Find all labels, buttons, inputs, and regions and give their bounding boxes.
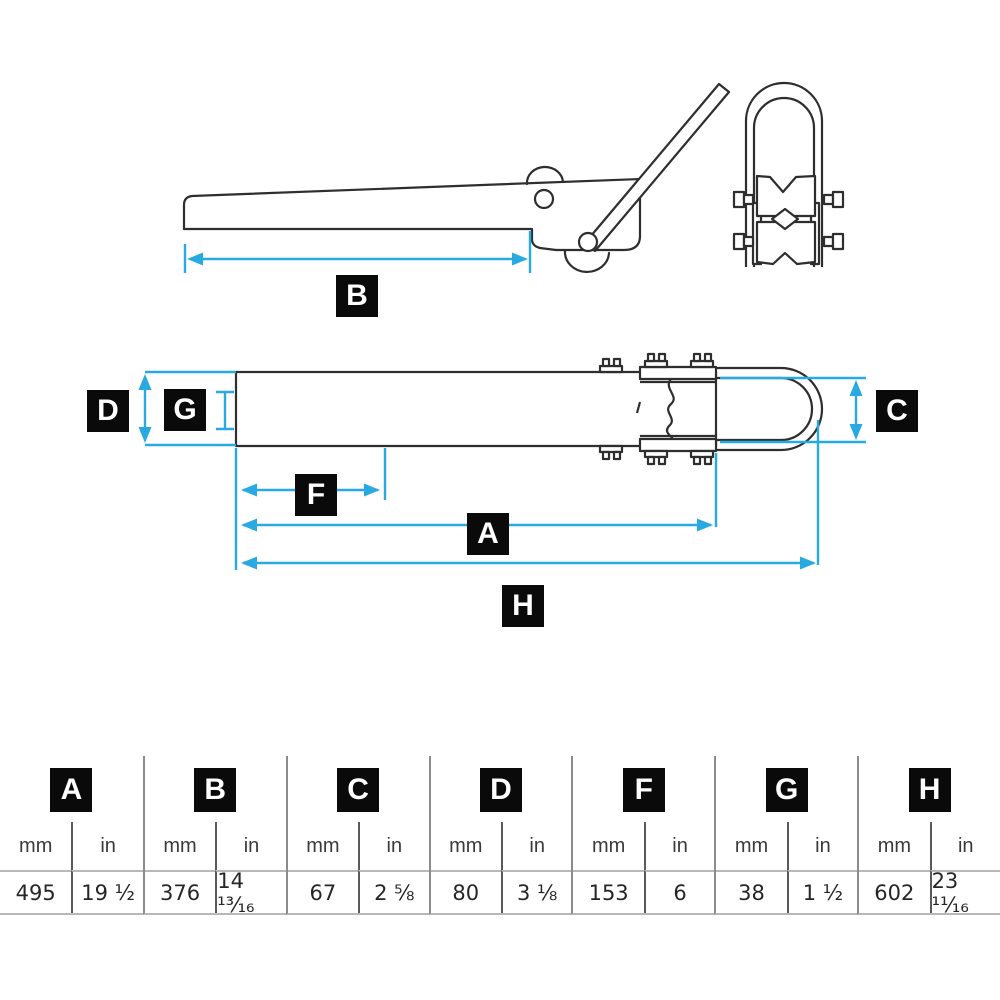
column-header-chip: G [765,768,808,812]
column-header-chip: F [622,768,665,812]
unit-label-in: in [215,822,285,870]
unit-label-mm: mm [734,834,769,857]
unit-label-in: in [786,822,857,870]
technical-drawing [138,81,866,570]
unit-label-in: in [71,822,142,870]
table-column-d: D mm in 80 3 ⅛ [428,756,572,915]
unit-label-in: in [929,822,1000,870]
dim-label-b: B [336,275,378,317]
value-in: 6 [643,870,715,913]
column-header-chip: D [479,768,522,812]
table-column-c: C mm in 67 2 ⅝ [285,756,429,915]
value-mm: 67 [287,870,359,913]
value-in: 3 ⅛ [500,870,572,913]
column-header-chip: C [337,768,380,812]
value-mm: 38 [716,870,787,913]
value-mm: 495 [0,870,72,913]
dim-label-h: H [502,585,544,627]
unit-label-mm: mm [163,834,197,857]
column-header-chip: H [908,768,951,812]
table-column-h: H mm in 602 23 ¹¹⁄₁₆ [857,756,1000,917]
dim-label-g: G [164,389,206,431]
value-in: 19 ½ [71,870,143,913]
unit-label-mm: mm [591,834,626,857]
dim-label-f: F [295,474,337,516]
table-column-b: B mm in 376 14 ¹³⁄₁₆ [142,756,286,917]
value-mm: 376 [144,870,216,913]
dim-label-a: A [467,513,509,555]
unit-label-mm: mm [19,834,53,857]
unit-label-mm: mm [306,834,340,857]
table-column-f: F mm in 153 6 [571,756,715,915]
value-mm: 80 [430,870,501,913]
unit-label-in: in [358,822,428,870]
unit-label-in: in [643,822,714,870]
table-column-g: G mm in 38 1 ½ [714,756,858,915]
value-in: 2 ⅝ [358,870,429,913]
dimension-b [183,231,532,273]
value-in: 14 ¹³⁄₁₆ [215,869,286,917]
column-header-chip: B [194,768,237,812]
side-view [182,82,731,274]
plan-view [234,352,824,466]
unit-label-mm: mm [449,834,483,857]
dim-label-d: D [87,390,129,432]
column-header-chip: A [50,768,93,812]
table-column-a: A mm in 495 19 ½ [0,756,143,915]
unit-label-mm: mm [877,834,912,857]
unit-label-in: in [500,822,571,870]
value-mm: 602 [859,870,930,913]
value-in: 23 ¹¹⁄₁₆ [929,869,1000,917]
dim-label-c: C [876,390,918,432]
value-in: 1 ½ [786,870,858,913]
value-mm: 153 [573,870,644,913]
front-view [732,81,845,267]
dimension-table: A mm in 495 19 ½ B mm in 376 14 ¹³⁄₁₆ C [0,756,1000,917]
